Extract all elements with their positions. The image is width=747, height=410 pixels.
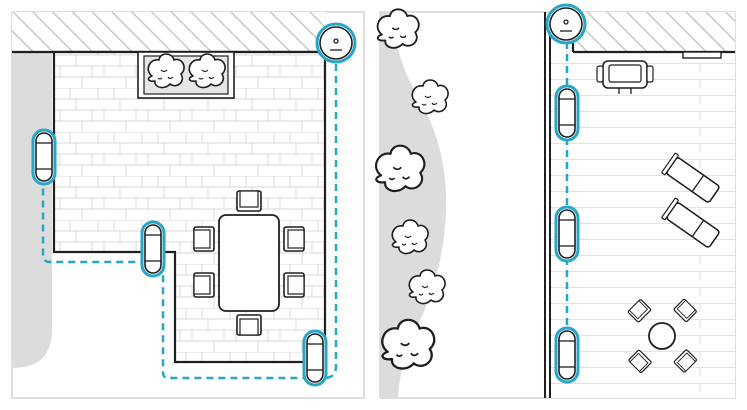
extender-pod-icon xyxy=(554,205,580,263)
dining-set xyxy=(193,190,305,336)
planter-box xyxy=(137,51,235,99)
bistro-set xyxy=(627,298,698,374)
patio-panel xyxy=(11,11,365,399)
garden-strip xyxy=(380,12,447,398)
chair-icon xyxy=(283,272,305,298)
cable-route xyxy=(41,64,338,380)
window xyxy=(682,51,722,59)
side-walkway xyxy=(12,52,52,368)
extender-pod-icon xyxy=(140,220,166,278)
deck-panel xyxy=(374,3,736,399)
extender-pod-icon xyxy=(554,326,580,384)
extender-pod-icon xyxy=(302,329,328,387)
router-icon xyxy=(315,22,357,64)
table-icon xyxy=(218,214,280,312)
chair-icon xyxy=(283,226,305,252)
chair-icon xyxy=(193,272,215,298)
chair-icon xyxy=(193,226,215,252)
chair-icon xyxy=(236,314,262,336)
grill-icon xyxy=(596,60,654,94)
chair-icon xyxy=(236,190,262,212)
extender-pod-icon xyxy=(554,84,580,142)
router-icon xyxy=(545,3,587,45)
house-wall xyxy=(573,12,735,52)
house-wall xyxy=(12,12,325,52)
extender-pod-icon xyxy=(31,128,57,186)
table-icon xyxy=(648,322,676,350)
